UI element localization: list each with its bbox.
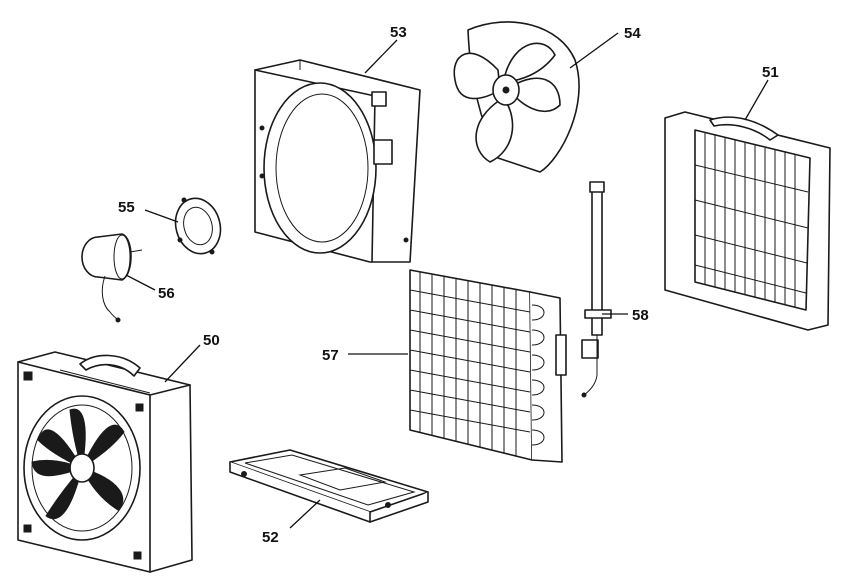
leader-54 [569, 32, 619, 69]
leader-56 [125, 274, 156, 291]
callout-53: 53 [390, 24, 407, 41]
grille-horizontal-bars [694, 164, 809, 294]
part-50-front-panel [17, 351, 193, 573]
coil-return-bends [531, 304, 545, 446]
callout-55: 55 [118, 199, 135, 216]
part-55-motor-bracket [174, 197, 222, 255]
part-57-condenser-coil [409, 269, 567, 463]
part-56-fan-motor [81, 233, 143, 323]
part-58-capillary-tube [581, 181, 612, 398]
callout-50: 50 [203, 332, 220, 349]
leader-52 [289, 499, 321, 529]
leader-51 [744, 79, 769, 121]
callout-57: 57 [322, 347, 339, 364]
callout-52: 52 [262, 529, 279, 546]
part-51-rear-grille [664, 111, 831, 331]
callout-54: 54 [624, 25, 641, 42]
part-52-base-tray [229, 449, 429, 523]
coil-tubes [409, 289, 531, 433]
leader-lines [125, 32, 769, 529]
leader-50 [164, 344, 201, 383]
front-fan-blades [31, 408, 125, 520]
callouts: 53 54 51 55 56 50 57 58 52 [118, 24, 779, 546]
leader-53 [364, 39, 398, 74]
part-54-fan-blade [453, 21, 580, 173]
callout-56: 56 [158, 285, 175, 302]
callout-58: 58 [632, 307, 649, 324]
leader-55 [144, 209, 179, 223]
part-53-fan-shroud [254, 59, 421, 263]
callout-51: 51 [762, 64, 779, 81]
grille-vertical-bars [704, 133, 796, 307]
